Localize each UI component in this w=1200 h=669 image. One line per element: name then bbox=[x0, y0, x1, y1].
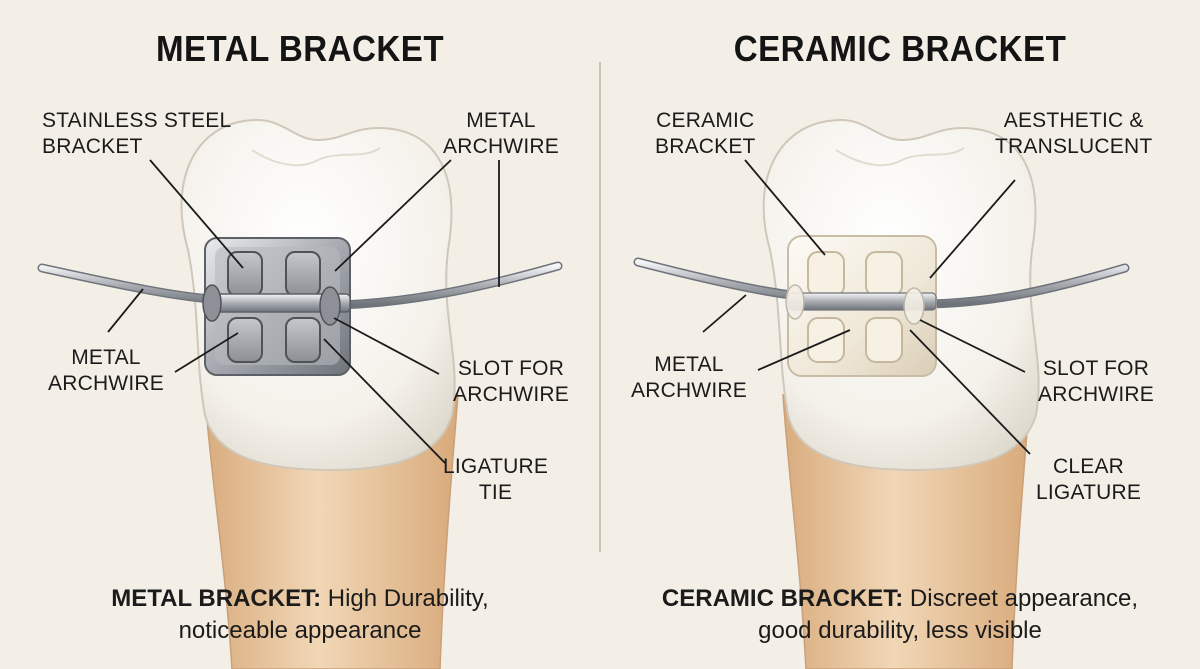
metal-caption-bold: METAL BRACKET: bbox=[111, 585, 322, 612]
label-slot-for-archwire-left: SLOT FOR ARCHWIRE bbox=[453, 357, 569, 406]
metal-bracket bbox=[202, 237, 351, 376]
ceramic-title: CERAMIC BRACKET bbox=[733, 28, 1067, 69]
ceramic-bracket bbox=[785, 235, 937, 377]
ceramic-leader-lines bbox=[702, 159, 1031, 455]
metal-caption: METAL BRACKET: High Durability, noticeab… bbox=[0, 583, 600, 647]
ceramic-caption-bold: CERAMIC BRACKET: bbox=[661, 585, 904, 612]
ceramic-caption-line2: good durability, less visible bbox=[758, 617, 1042, 644]
ceramic-caption: CERAMIC BRACKET: Discreet appearance, go… bbox=[600, 583, 1200, 647]
label-clear-ligature: CLEAR LIGATURE bbox=[1036, 455, 1142, 504]
label-stainless-steel-bracket: STAINLESS STEEL BRACKET bbox=[42, 109, 232, 158]
ceramic-caption-line1: Discreet appearance, bbox=[909, 585, 1139, 612]
label-metal-archwire-left: METAL ARCHWIRE bbox=[48, 346, 164, 395]
label-aesthetic-translucent: AESTHETIC & TRANSLUCENT bbox=[995, 109, 1153, 158]
label-slot-for-archwire-right: SLOT FOR ARCHWIRE bbox=[1038, 357, 1154, 406]
label-ligature-tie: LIGATURE TIE bbox=[443, 455, 549, 504]
metal-leader-lines bbox=[107, 159, 500, 464]
metal-title: METAL BRACKET bbox=[155, 28, 445, 69]
label-metal-archwire-right: METAL ARCHWIRE bbox=[631, 353, 747, 402]
label-metal-archwire-top: METAL ARCHWIRE bbox=[443, 109, 559, 158]
label-ceramic-bracket: CERAMIC BRACKET bbox=[655, 109, 756, 158]
metal-caption-line2: noticeable appearance bbox=[178, 617, 422, 644]
metal-caption-line1: High Durability, bbox=[327, 585, 489, 612]
